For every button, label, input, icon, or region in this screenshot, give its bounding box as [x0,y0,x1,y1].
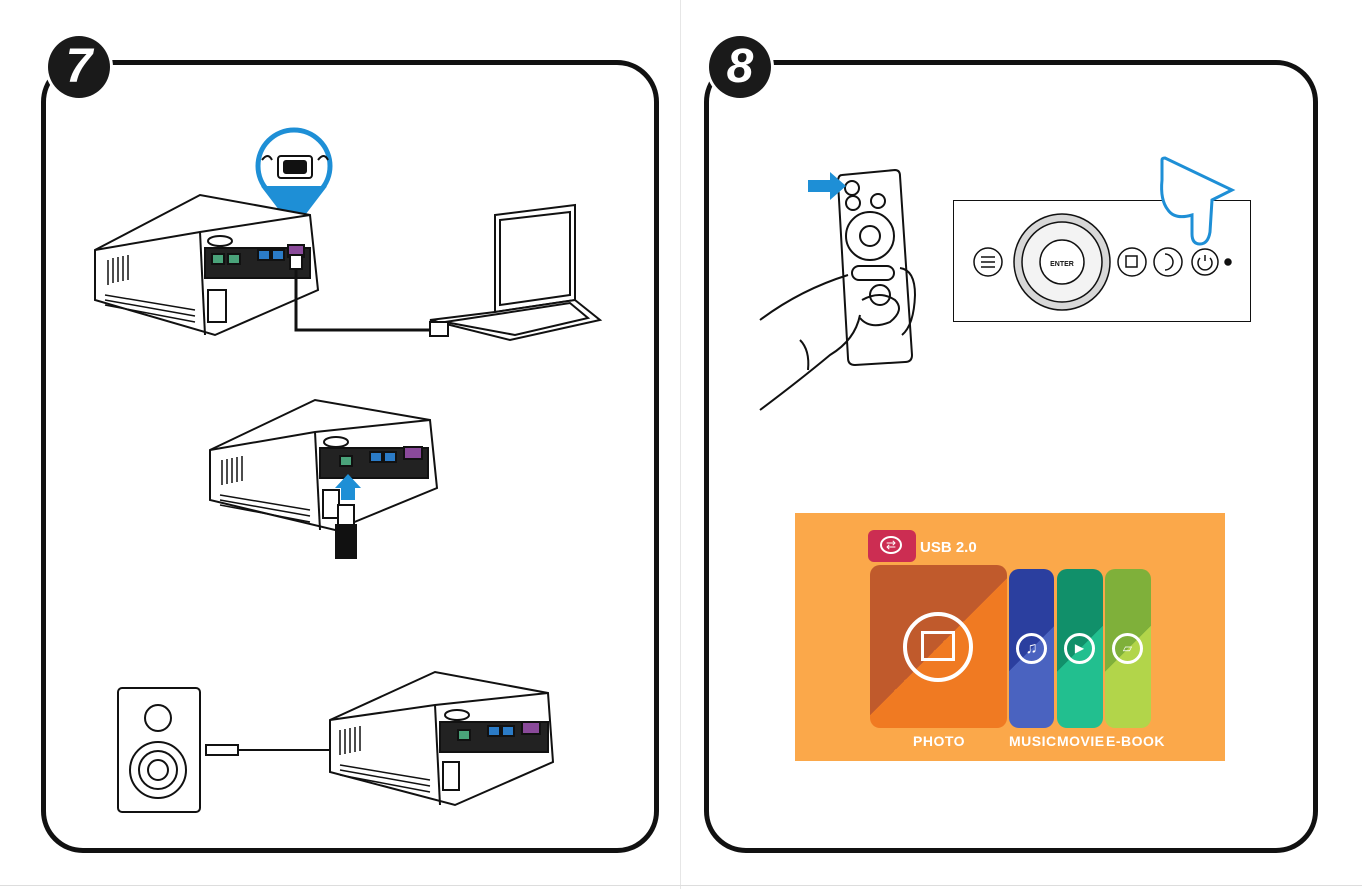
book-icon: ▱ [1112,633,1143,664]
music-tile[interactable]: ♫ [1009,569,1054,728]
movie-label: MOVIE [1057,733,1105,749]
enter-label: ENTER [1050,261,1074,268]
movie-tile[interactable]: ▶ [1057,569,1103,728]
source-button [1118,248,1146,276]
pointing-finger [1162,158,1232,244]
music-note-icon: ♫ [1016,633,1047,664]
photo-tile[interactable] [870,565,1007,728]
usb-source-label: USB 2.0 [920,539,977,556]
music-label: MUSIC [1009,733,1057,749]
power-led [1225,259,1231,265]
back-button [1154,248,1182,276]
usb-source-tile[interactable]: ⇄ [868,530,916,562]
usb-icon: ⇄ [880,536,902,554]
ebook-label: E-BOOK [1106,733,1165,749]
panel-power-button-icon [1192,249,1218,275]
film-icon: ▶ [1064,633,1095,664]
photo-label: PHOTO [913,733,965,749]
image-icon [903,612,973,682]
ebook-tile[interactable]: ▱ [1105,569,1151,728]
